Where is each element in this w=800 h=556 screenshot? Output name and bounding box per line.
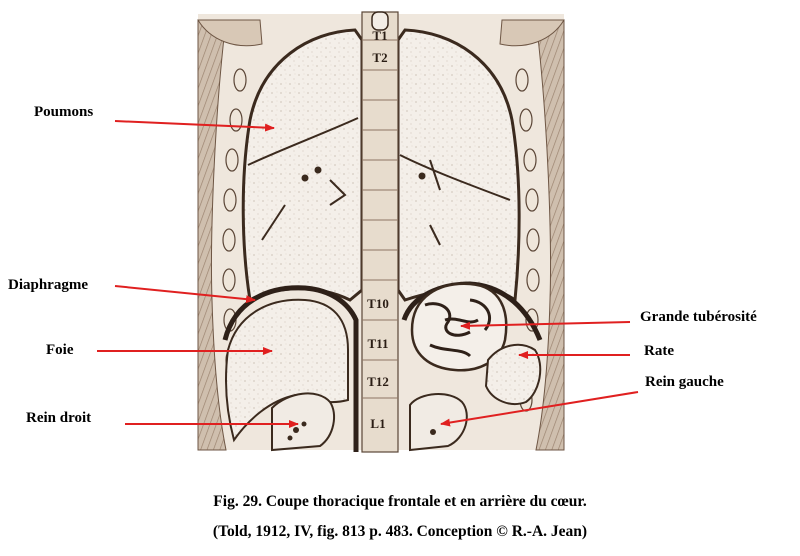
arrow-poumons bbox=[114, 120, 275, 132]
label-arrows bbox=[97, 120, 639, 428]
arrow-grande-tuberosite bbox=[460, 321, 631, 330]
figure-caption-line1: Fig. 29. Coupe thoracique frontale et en… bbox=[213, 493, 587, 510]
vertebra-label: T1 bbox=[372, 28, 387, 43]
spine bbox=[361, 11, 399, 453]
label-rate: Rate bbox=[644, 343, 674, 359]
diaphragm bbox=[222, 285, 359, 452]
vertebra-label: T12 bbox=[367, 374, 389, 389]
vertebra-label: L1 bbox=[370, 416, 385, 431]
vertebra-labels: T1 T2 T10 T11 T12 L1 bbox=[367, 28, 389, 431]
lung-vessels bbox=[247, 117, 511, 246]
arrow-rein-gauche bbox=[440, 391, 639, 427]
label-poumons: Poumons bbox=[34, 104, 94, 120]
figure-caption-line2: (Told, 1912, IV, fig. 813 p. 483. Concep… bbox=[212, 523, 588, 540]
spleen bbox=[484, 343, 542, 405]
vertebra-label: T11 bbox=[368, 336, 389, 351]
vertebra-label: T2 bbox=[372, 50, 387, 65]
stomach-rugae bbox=[424, 298, 491, 358]
label-rein-gauche: Rein gauche bbox=[645, 374, 724, 390]
left-kidney bbox=[409, 393, 468, 452]
label-grande-tuberosite: Grande tubérosité bbox=[640, 309, 757, 325]
label-diaphragme: Diaphragme bbox=[8, 277, 88, 293]
label-foie: Foie bbox=[46, 342, 74, 358]
arrow-diaphragme bbox=[114, 285, 256, 304]
vertebra-label: T10 bbox=[367, 296, 389, 311]
label-rein-droit: Rein droit bbox=[26, 410, 92, 426]
